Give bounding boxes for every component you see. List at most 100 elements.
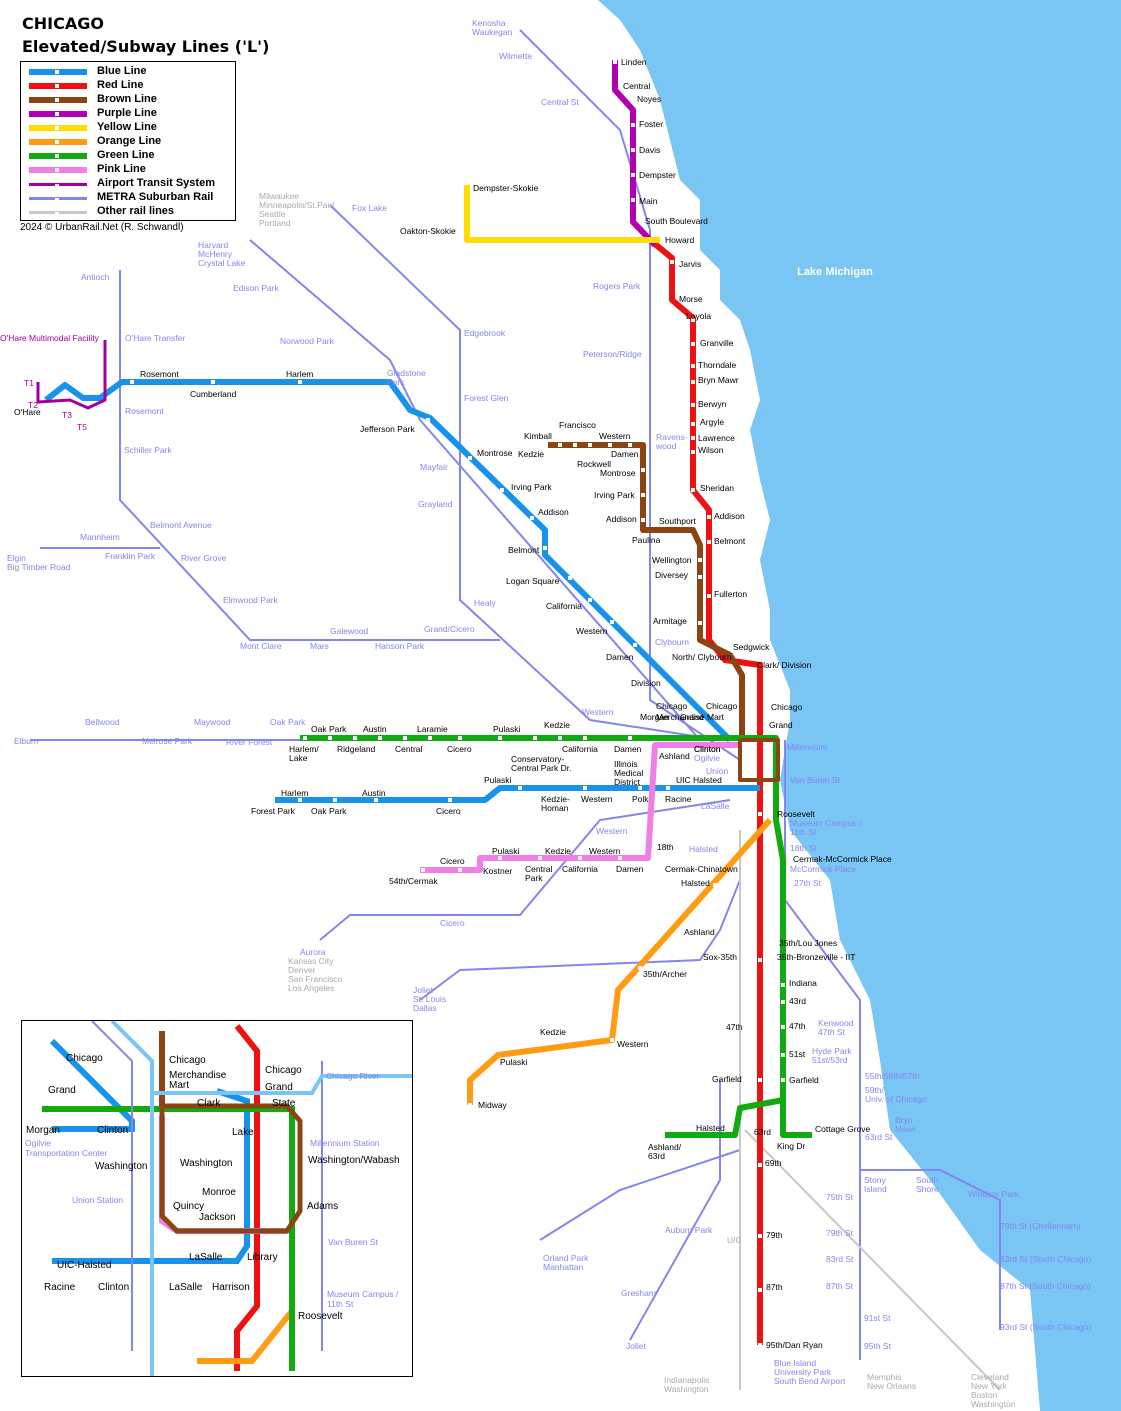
inset-station-label: Grand — [265, 1082, 293, 1093]
station-marker — [631, 198, 635, 202]
station-marker — [583, 786, 587, 790]
station-marker — [468, 456, 472, 460]
station-label: Western — [582, 707, 614, 717]
station-label: Cermak-Chinatown — [665, 864, 738, 874]
inset-station-label: LaSalle — [189, 1252, 223, 1263]
station-marker — [691, 364, 695, 368]
station-label: Museum Campus /11th St — [790, 818, 862, 837]
station-label: McCormick Place — [790, 864, 856, 874]
loop — [738, 738, 780, 782]
station-label: Halsted — [696, 1123, 725, 1133]
legend-label: Blue Line — [97, 65, 147, 77]
station-label: Cottage Grove — [815, 1124, 871, 1134]
credit: 2024 © UrbanRail.Net (R. Schwandl) — [20, 222, 184, 233]
station-label: 87th St (South Chicago) — [1000, 1281, 1091, 1291]
station-label: 54th/Cermak — [389, 876, 438, 886]
station-label: 95th/Dan Ryan — [766, 1340, 823, 1350]
station-label: Harlem — [286, 369, 313, 379]
station-marker — [558, 736, 562, 740]
inset-station-label: Chicago — [265, 1065, 302, 1076]
station-marker — [707, 540, 711, 544]
station-label: T5 — [77, 422, 87, 432]
lake-michigan — [598, 0, 1121, 1411]
inset-station-label: Museum Campus /11th St — [327, 1289, 399, 1309]
station-label: Rosemont — [140, 369, 179, 379]
station-label: Jefferson Park — [360, 424, 415, 434]
station-label: Union — [706, 766, 728, 776]
station-label: 75th St — [826, 1192, 854, 1202]
station-label: Laramie — [417, 724, 448, 734]
station-label: Oak Park — [270, 717, 306, 727]
station-marker — [691, 403, 695, 407]
station-label: Conservatory-Central Park Dr. — [511, 754, 571, 773]
station-label: Forest Park — [251, 806, 296, 816]
station-label: Division — [631, 678, 661, 688]
station-label: Western — [576, 626, 608, 636]
station-label: Morse — [679, 294, 703, 304]
station-label: Roosevelt — [777, 809, 815, 819]
station-label: Mont Clare — [240, 641, 282, 651]
station-label: Chicago — [771, 702, 802, 712]
legend-swatch — [29, 167, 87, 173]
station-label: Sedgwick — [733, 642, 770, 652]
station-label: Francisco — [559, 420, 596, 430]
station-label: Damen — [611, 449, 639, 459]
station-marker — [698, 575, 702, 579]
station-label: Addison — [606, 514, 637, 524]
station-marker — [130, 380, 134, 384]
station-label: Kedzie — [518, 449, 544, 459]
station-label: Polk — [632, 794, 649, 804]
inset-station-label: Washington — [180, 1158, 232, 1169]
station-label: Lawrence — [698, 433, 735, 443]
station-label: Kedzie-Homan — [541, 794, 570, 813]
station-label: Kedzie — [545, 846, 571, 856]
inset-station-label: Chicago — [169, 1055, 206, 1066]
inset-station-label: Van Buren St — [328, 1237, 379, 1247]
station-marker — [781, 1053, 785, 1057]
inset-metra-1 — [91, 1020, 133, 1351]
station-label: Hanson Park — [375, 641, 425, 651]
station-marker — [641, 468, 645, 472]
station-label: Addison — [714, 511, 745, 521]
station-marker — [698, 558, 702, 562]
station-label: O'Hare Transfer — [125, 333, 185, 343]
metra-heritage — [419, 879, 741, 1001]
station-label: 27th St — [794, 878, 822, 888]
station-label: Belmont — [508, 545, 540, 555]
metra-electric — [784, 740, 861, 1360]
station-marker — [631, 148, 635, 152]
station-label: Loyola — [686, 311, 711, 321]
station-label: Central St — [541, 97, 579, 107]
station-label: Cicero — [440, 856, 465, 866]
legend-swatch — [29, 211, 87, 216]
station-marker — [691, 318, 695, 322]
station-label: 51st — [789, 1049, 806, 1059]
station-label: Millennium — [787, 742, 828, 752]
station-label: Ashland/63rd — [648, 1142, 682, 1161]
inset-blue-2 — [52, 1088, 250, 1264]
legend-swatch — [29, 183, 87, 188]
station-label: Merchandise Mart — [656, 712, 725, 722]
station-label: Rockwell — [577, 459, 611, 469]
station-label: 91st St — [864, 1313, 891, 1323]
station-label: Armitage — [653, 616, 687, 626]
station-label: Howard — [665, 235, 695, 245]
station-label: Logan Square — [506, 576, 560, 586]
station-label: 63rd St — [865, 1132, 893, 1142]
yellow-line — [464, 185, 660, 243]
station-label: Wellington — [652, 555, 692, 565]
station-label: Mayfair — [420, 462, 448, 472]
station-label: Windsor Park — [968, 1189, 1020, 1199]
station-label: Halsted — [689, 844, 718, 854]
station-label: Thorndale — [698, 360, 737, 370]
station-label: Irving Park — [594, 490, 635, 500]
metra-up-nw — [119, 270, 500, 641]
station-label: Austin — [363, 724, 387, 734]
station-label: Ashland — [684, 927, 715, 937]
inset-station-label: Washington — [95, 1161, 147, 1172]
station-label: UIC Halsted — [676, 775, 722, 785]
station-label: Oakton-Skokie — [400, 226, 456, 236]
